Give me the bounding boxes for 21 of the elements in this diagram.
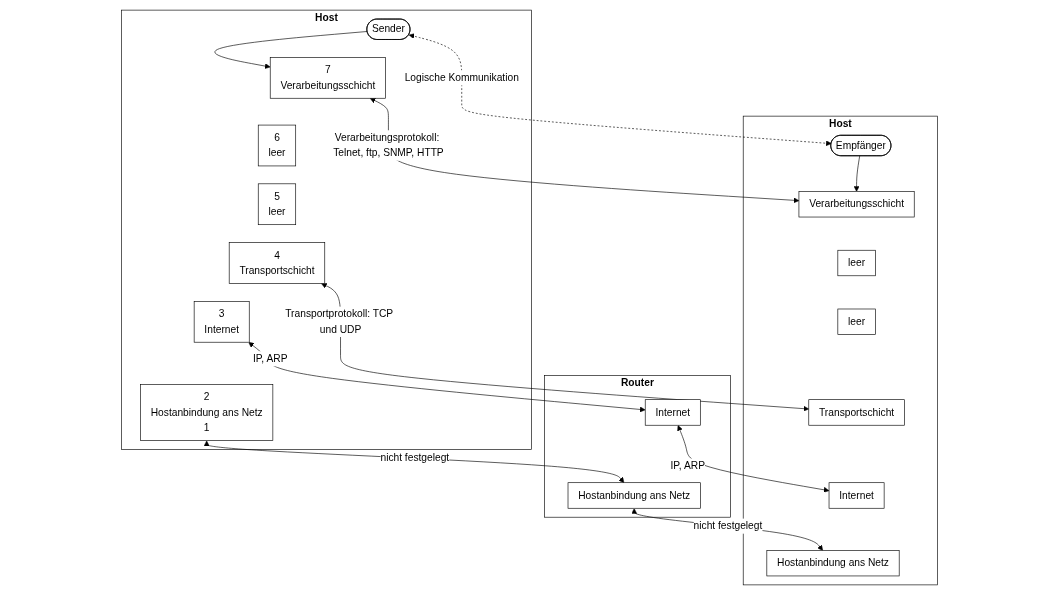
node-box: Internet	[644, 399, 701, 426]
edge-label: nicht festgelegt	[693, 520, 763, 532]
node-box: 6 leer	[257, 124, 297, 167]
node-box: Internet	[828, 482, 885, 509]
edge-label: IP, ARP	[670, 460, 705, 472]
node-box: Hostanbindung ans Netz	[567, 482, 701, 509]
node-box: Hostanbindung ans Netz	[766, 550, 900, 577]
edge-label: IP, ARP	[253, 353, 288, 364]
node-box: Verarbeitungsschicht	[798, 191, 915, 218]
node-box: leer	[837, 249, 876, 277]
edge-label: Logische Kommunikation	[404, 72, 519, 83]
edge-label: Verarbeitungsprotokoll: Telnet, ftp, SNMP, HTTP	[333, 132, 444, 159]
node-box: leer	[837, 308, 876, 335]
node-box: Transportschicht	[808, 399, 905, 426]
node-box: 3 Internet	[193, 301, 250, 343]
edge-label: Transportprotokoll: TCP und UDP	[285, 308, 393, 335]
node-box: 4 Transportschicht	[228, 242, 326, 284]
node-box: 7 Verarbeitungsschicht	[269, 57, 386, 99]
node-box: 2 Hostanbindung ans Netz 1	[140, 384, 274, 441]
edge-label: nicht festgelegt	[380, 452, 450, 464]
node-box: 5 leer	[257, 183, 297, 225]
